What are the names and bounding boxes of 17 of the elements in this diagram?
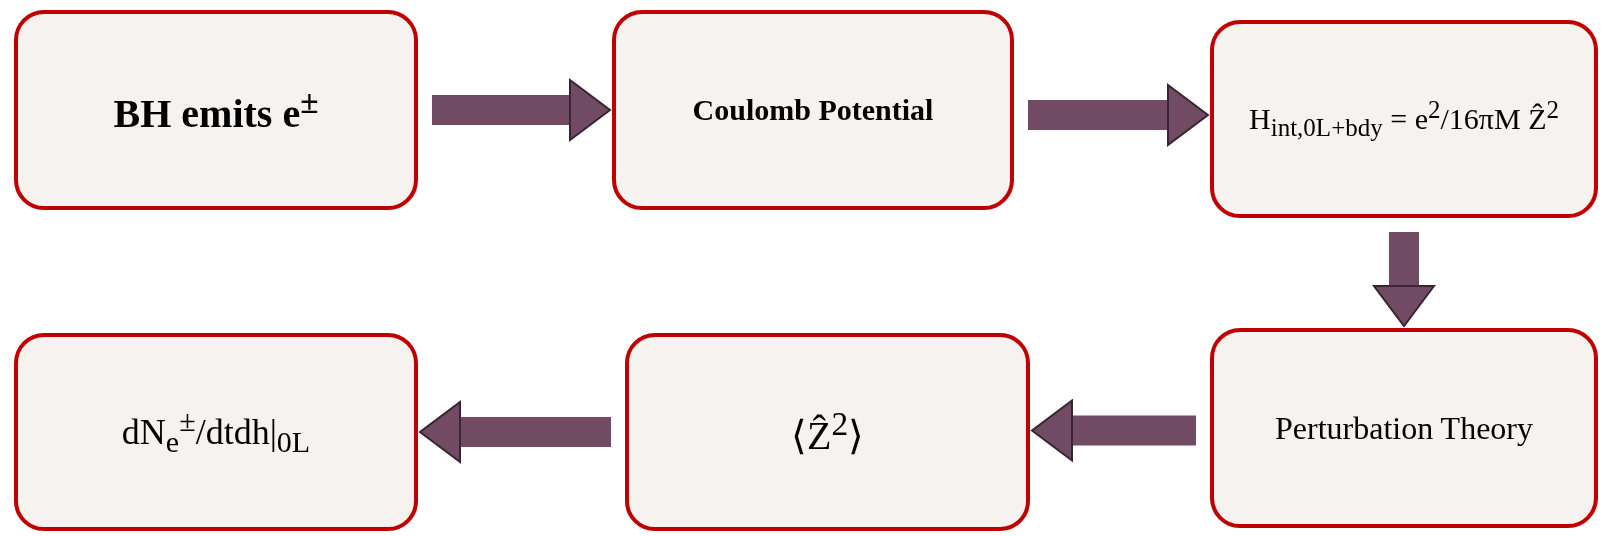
box-text: Perturbation Theory (1275, 409, 1533, 447)
block-arrow (419, 401, 611, 463)
process-box (612, 10, 1014, 210)
box-text: ⟨Ẑ$^{2}$⟩ (790, 404, 865, 460)
block-arrow (1028, 84, 1209, 146)
process-box (1210, 20, 1598, 218)
box-text: dN$_{e}$$^{±}$/dtdh|$_{0L}$ (121, 404, 311, 460)
box-text: Coulomb Potential (692, 93, 934, 127)
process-box (14, 333, 418, 531)
process-box (625, 333, 1030, 531)
box-text: H$_{int,0L+bdy}$ = e$^{2}$/16πM Ẑ$^{2}$ (1249, 96, 1559, 142)
block-arrow (432, 79, 611, 141)
box-text: BH emits e$^{±}$ (113, 82, 319, 138)
process-box (1210, 328, 1598, 528)
block-arrow (1031, 399, 1196, 462)
process-box (14, 10, 418, 210)
block-arrow (1373, 232, 1435, 327)
